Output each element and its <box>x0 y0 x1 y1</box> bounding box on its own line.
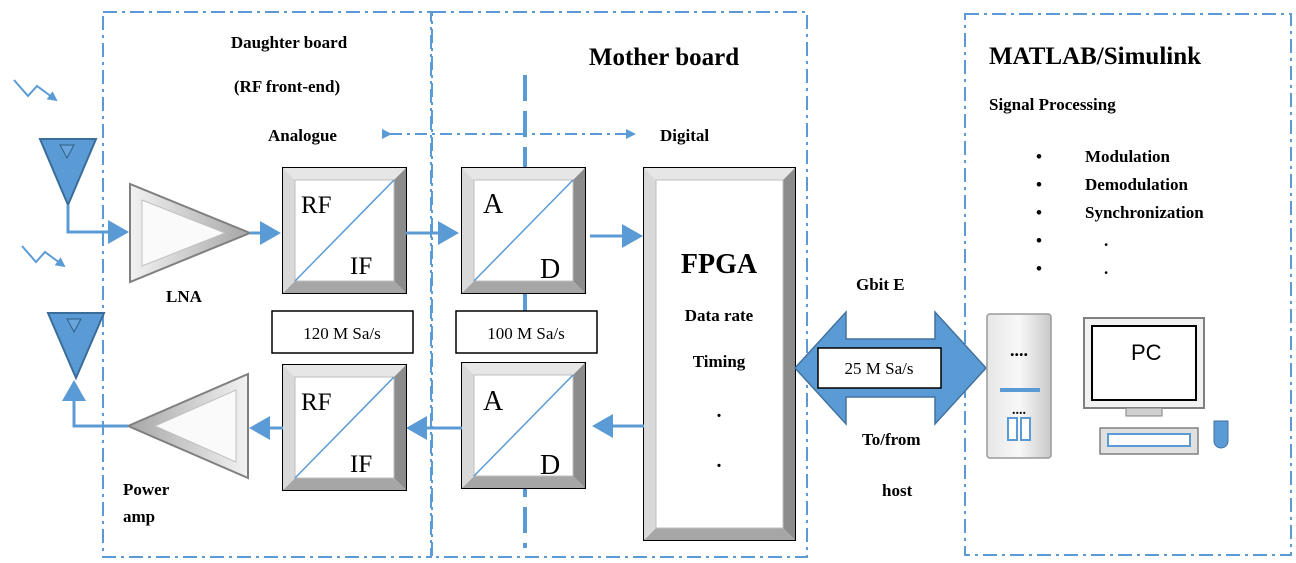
rx-rf-if-block <box>282 167 407 294</box>
matlab-title: MATLAB/Simulink <box>989 43 1201 70</box>
matlab-border <box>964 13 1292 556</box>
link-rate-label: 25 M Sa/s <box>845 359 914 378</box>
dac-block <box>461 362 586 489</box>
list-item: Modulation <box>1085 147 1171 166</box>
rx-signal-icon <box>13 79 58 102</box>
bullet: • <box>1036 175 1042 194</box>
lna-label: LNA <box>166 287 203 306</box>
host-label: host <box>882 481 913 500</box>
pc-label: PC <box>1131 340 1162 365</box>
power-amp-label-line1: Power <box>123 480 170 499</box>
tx-rf-label: RF <box>301 389 332 416</box>
signal-processing-list: • Modulation • Demodulation • Synchroniz… <box>1036 147 1204 278</box>
link-rate-box <box>817 347 942 389</box>
adc-rate-box <box>455 310 598 354</box>
fpga-block <box>643 167 796 541</box>
tower-dots-label: .... <box>1010 340 1028 360</box>
bullet: • <box>1036 147 1042 166</box>
adc-a-label: A <box>483 189 504 220</box>
bullet: • <box>1036 259 1042 278</box>
rf-rate-box <box>271 310 414 354</box>
list-item: . <box>1104 259 1108 278</box>
dac-a-label: A <box>483 386 504 417</box>
adc-rate-label: 100 M Sa/s <box>487 324 564 343</box>
rx-if-label: IF <box>350 253 372 280</box>
adc-d-label: D <box>540 254 560 285</box>
lna-amplifier-icon <box>129 182 253 284</box>
gbit-link-label: Gbit E <box>856 275 905 294</box>
mother-board-title: Mother board <box>589 44 739 71</box>
fpga-dot-2: . <box>717 450 722 472</box>
analogue-label: Analogue <box>268 126 337 145</box>
tx-if-label: IF <box>350 451 372 478</box>
dac-d-label: D <box>540 450 560 481</box>
pa-to-antenna-arrow <box>62 380 128 428</box>
list-item: Demodulation <box>1085 175 1189 194</box>
list-item: Synchronization <box>1085 203 1204 222</box>
daughter-board-subtitle: (RF front-end) <box>234 77 340 96</box>
keyboard-icon <box>1099 427 1199 455</box>
signal-processing-title: Signal Processing <box>989 95 1116 114</box>
mouse-icon <box>1213 420 1229 449</box>
power-amp-label-line2: amp <box>123 507 155 526</box>
mother-board-border <box>431 11 808 558</box>
computer-tower-icon <box>986 313 1052 459</box>
fpga-timing-label: Timing <box>693 352 746 371</box>
tx-antenna-icon <box>46 312 106 381</box>
tx-rf-if-block <box>282 364 407 491</box>
tower-dots-small-label: .... <box>1012 403 1026 418</box>
digital-label: Digital <box>660 126 709 145</box>
fpga-data-rate-label: Data rate <box>685 306 754 325</box>
fpga-label: FPGA <box>681 249 758 280</box>
adc-block <box>461 167 586 294</box>
rf-rate-label: 120 M Sa/s <box>303 324 380 343</box>
tx-signal-icon <box>21 245 66 268</box>
rx-antenna-icon <box>38 138 98 208</box>
pc-monitor-icon <box>1083 317 1205 417</box>
to-from-label: To/from <box>862 430 921 449</box>
daughter-board-title: Daughter board <box>231 33 348 52</box>
rx-antenna-to-lna-arrow <box>66 205 129 244</box>
list-item: . <box>1104 231 1108 250</box>
bullet: • <box>1036 203 1042 222</box>
power-amp-icon <box>125 372 249 480</box>
rx-rf-label: RF <box>301 192 332 219</box>
fpga-dot-1: . <box>717 400 722 422</box>
bullet: • <box>1036 231 1042 250</box>
